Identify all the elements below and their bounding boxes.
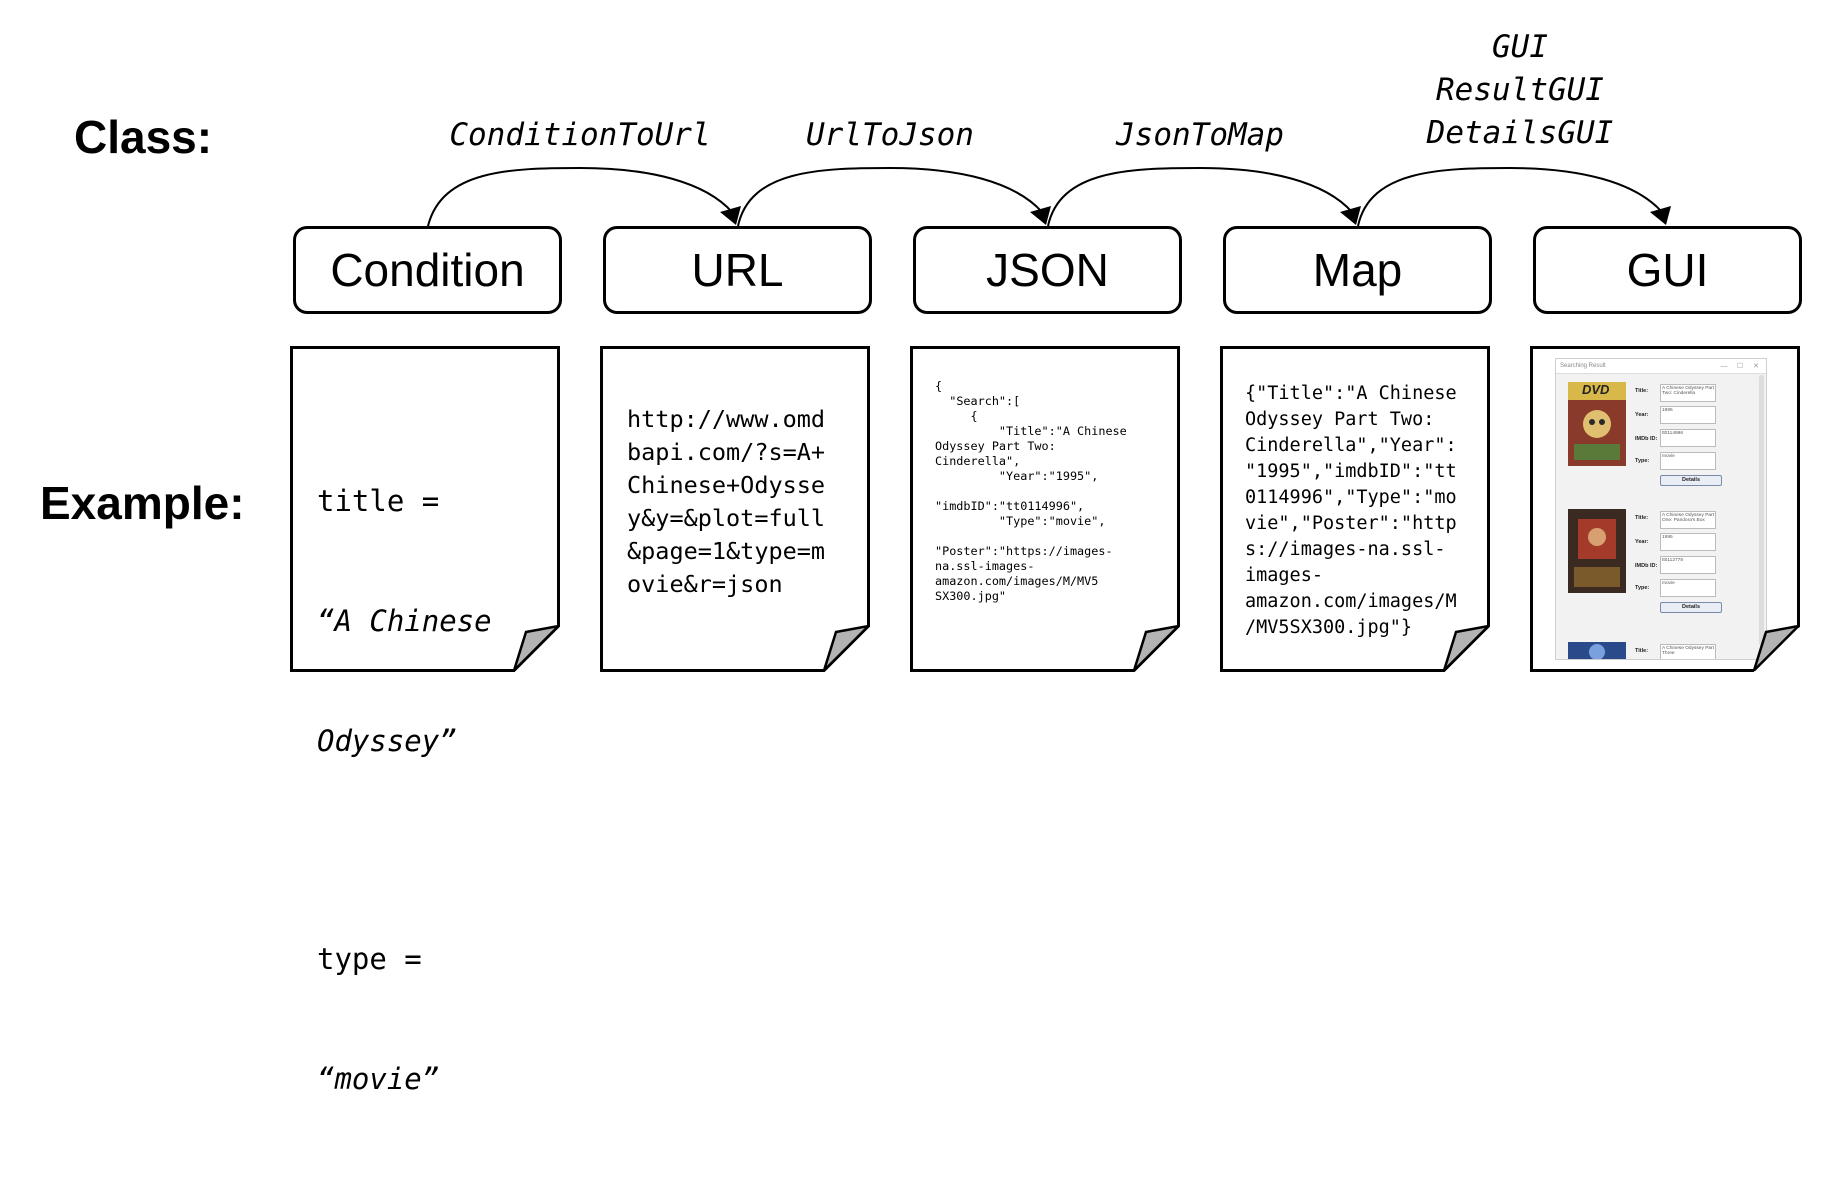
example-doc-url: http://www.omdbapi.com/?s=A+Chinese+Odys… (600, 346, 870, 672)
year-value: 1995 (1660, 533, 1716, 551)
title-label: Title: (1635, 648, 1649, 654)
condition-title-value-line2: Odyssey” (317, 724, 457, 758)
maximize-icon: ☐ (1736, 363, 1744, 370)
type-label: Type: (1635, 458, 1650, 464)
year-label: Year: (1635, 539, 1649, 545)
details-button[interactable]: Details (1660, 475, 1722, 486)
movie-poster-image (1568, 642, 1626, 659)
example-row-label: Example: (40, 477, 245, 529)
movie-poster-image (1568, 382, 1626, 466)
stage-condition: Condition (293, 226, 562, 314)
example-doc-map: {"Title":"A Chinese Odyssey Part Two: Ci… (1220, 346, 1490, 672)
gui-result-item: Title: A Chinese Odyssey Part Three (1556, 642, 1766, 659)
movie-poster-image (1568, 509, 1626, 593)
condition-type-value: “movie” (317, 1062, 440, 1096)
imdb-label: IMDb ID: (1635, 563, 1658, 569)
arrowhead-gui (1650, 206, 1671, 225)
map-example-text: {"Title":"A Chinese Odyssey Part Two: Ci… (1245, 383, 1457, 638)
stage-map: Map (1223, 226, 1492, 314)
class-row-label: Class: (74, 111, 213, 163)
example-doc-condition: title = “A Chinese Odyssey” type = “movi… (290, 346, 560, 1096)
title-value: A Chinese Odyssey Part One: Pandora's Bo… (1660, 511, 1716, 529)
stage-url: URL (603, 226, 872, 314)
minimize-icon: — (1720, 362, 1728, 370)
arrow-json-to-map (1047, 166, 1353, 227)
title-value: A Chinese Odyssey Part Three (1660, 644, 1716, 659)
transition-label-gui-classes: GUI ResultGUI DetailsGUI (1426, 29, 1614, 151)
gui-window-titlebar: Searching Result — ☐ ✕ (1556, 359, 1766, 374)
imdb-label: IMDb ID: (1635, 436, 1658, 442)
poster-dvd-logo: DVD (1582, 382, 1610, 397)
year-label: Year: (1635, 412, 1649, 418)
arrow-map-to-gui (1357, 166, 1663, 227)
gui-screenshot-window: Searching Result — ☐ ✕ DVD Title: A Chin… (1555, 358, 1767, 660)
type-label: Type: (1635, 585, 1650, 591)
condition-title-value-line1: “A Chinese (317, 604, 492, 638)
document-page-shape (290, 346, 560, 672)
document-page-shape (910, 346, 1180, 672)
imdb-value: tt0112778 (1660, 556, 1716, 574)
arrow-condition-to-url (427, 166, 733, 227)
arrowhead-url (720, 206, 741, 225)
gui-result-item: DVD Title: A Chinese Odyssey Part Two: C… (1556, 374, 1766, 509)
transition-arrows (427, 166, 1671, 227)
title-value: A Chinese Odyssey Part Two: Cinderella (1660, 384, 1716, 402)
transition-label-json-to-map: JsonToMap (1116, 117, 1284, 153)
gui-window-title: Searching Result (1560, 363, 1606, 369)
example-doc-gui: Searching Result — ☐ ✕ DVD Title: A Chin… (1530, 346, 1800, 672)
stage-gui: GUI (1533, 226, 1802, 314)
gui-result-item: Title: A Chinese Odyssey Part One: Pando… (1556, 509, 1766, 644)
condition-type-key: type = (317, 942, 422, 976)
condition-title-key: title = (317, 484, 440, 518)
stage-json: JSON (913, 226, 1182, 314)
transition-label-url-to-json: UrlToJson (806, 117, 974, 153)
imdb-value: tt0114996 (1660, 429, 1716, 447)
example-doc-json: { "Search":[ { "Title":"A Chinese Odysse… (910, 346, 1180, 672)
type-value: movie (1660, 452, 1716, 470)
type-value: movie (1660, 579, 1716, 597)
url-example-text: http://www.omdbapi.com/?s=A+Chinese+Odys… (627, 405, 826, 598)
title-label: Title: (1635, 388, 1649, 394)
document-page-shape (1220, 346, 1490, 672)
arrowhead-json (1030, 206, 1051, 225)
arrow-url-to-json (737, 166, 1043, 227)
year-value: 1995 (1660, 406, 1716, 424)
title-label: Title: (1635, 515, 1649, 521)
arrowhead-map (1340, 206, 1361, 225)
gui-scrollbar[interactable] (1759, 375, 1764, 645)
json-example-text: { "Search":[ { "Title":"A Chinese Odysse… (935, 379, 1127, 603)
details-button[interactable]: Details (1660, 602, 1722, 613)
transition-label-condition-to-url: ConditionToUrl (449, 117, 711, 153)
close-icon: ✕ (1753, 363, 1759, 370)
document-page-shape (600, 346, 870, 672)
condition-example-text: title = “A Chinese Odyssey” type = “movi… (317, 401, 536, 1179)
